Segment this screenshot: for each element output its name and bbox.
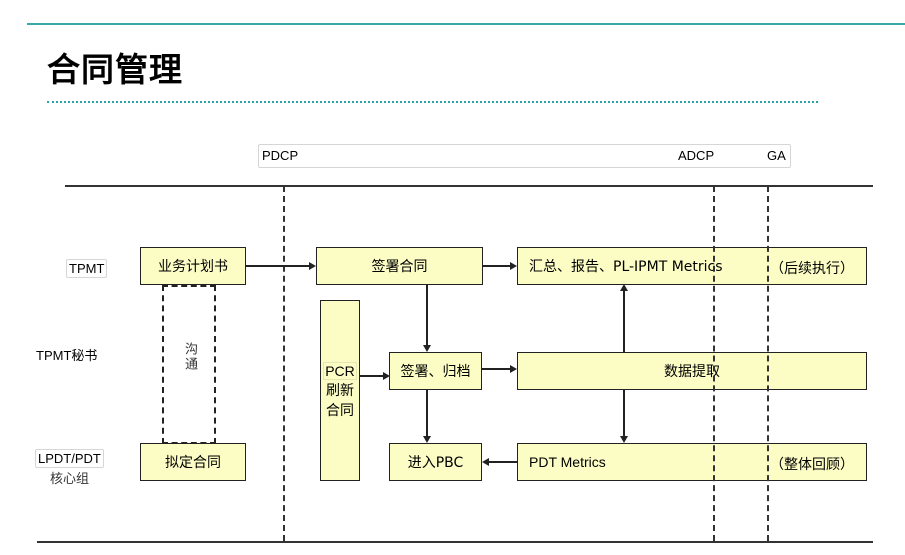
sign-archive-label: 签署、归档 [400,364,471,380]
arrow-head-down-icon [423,345,431,352]
role-tpmt-secretary: TPMT秘书 [36,348,98,363]
enter-pbc-label: 进入PBC [407,455,464,471]
sign-contract-label: 签署合同 [371,259,428,275]
milestone-pdcp: PDCP [262,148,299,163]
business-plan-box: 业务计划书 [140,247,246,285]
summary-report-label: 汇总、报告、PL-IPMT Metrics [529,259,723,275]
communication-label: 沟通 [182,342,197,372]
ga-line [767,186,769,541]
data-extraction-box: 数据提取 [517,352,867,390]
milestone-bar [258,144,791,168]
arrow-head-right-icon [309,262,316,270]
title-underline [47,101,818,103]
pdt-metrics-label: PDT Metrics [529,454,606,470]
arrow-data-to-summary [623,290,625,352]
sign-contract-box: 签署合同 [316,247,483,285]
arrow-head-right-icon [383,372,390,380]
page-title: 合同管理 [47,50,183,89]
adcp-line [713,186,715,541]
arrow-head-up-icon [620,284,628,291]
arrow-metrics-to-pbc [488,461,517,463]
pcr-refresh-box: PCR 刷新 合同 [320,300,360,481]
draft-contract-label: 拟定合同 [165,455,221,471]
milestone-adcp: ADCP [678,148,715,163]
pcr-refresh-label: 刷新 [326,382,354,399]
role-core-group: 核心组 [50,471,90,486]
enter-pbc-box: 进入PBC [389,443,482,481]
data-extraction-label: 数据提取 [664,364,720,380]
arrow-archive-to-data [482,368,511,370]
header-rule [27,23,905,25]
arrow-data-to-metrics [623,390,625,437]
arrow-sign-to-summary [483,265,511,267]
bottom-divider [37,541,873,543]
pcr-label: PCR [323,361,357,380]
pdt-metrics-box: PDT Metrics [517,443,867,481]
milestone-ga: GA [767,148,786,163]
summary-report-box: 汇总、报告、PL-IPMT Metrics [517,247,867,285]
arrow-archive-to-pbc [426,390,428,437]
arrow-head-right-icon [510,365,517,373]
arrow-sign-to-archive [426,285,428,347]
overall-review-label: （整体回顾） [770,457,854,473]
arrow-head-right-icon [510,262,517,270]
role-tpmt: TPMT [66,259,108,278]
arrow-pcr-to-archive [360,375,384,377]
pcr-contract-label: 合同 [326,402,354,419]
arrow-head-left-icon [482,458,489,466]
top-divider [65,185,873,187]
role-lpdt-pdt: LPDT/PDT [35,449,104,468]
follow-up-label: （后续执行） [770,261,854,277]
pdcp-line [283,186,285,541]
business-plan-label: 业务计划书 [158,259,228,275]
arrow-head-down-icon [423,436,431,443]
arrow-plan-to-sign [246,265,310,267]
sign-archive-box: 签署、归档 [389,352,482,390]
draft-contract-box: 拟定合同 [140,443,246,481]
arrow-head-down-icon [620,436,628,443]
